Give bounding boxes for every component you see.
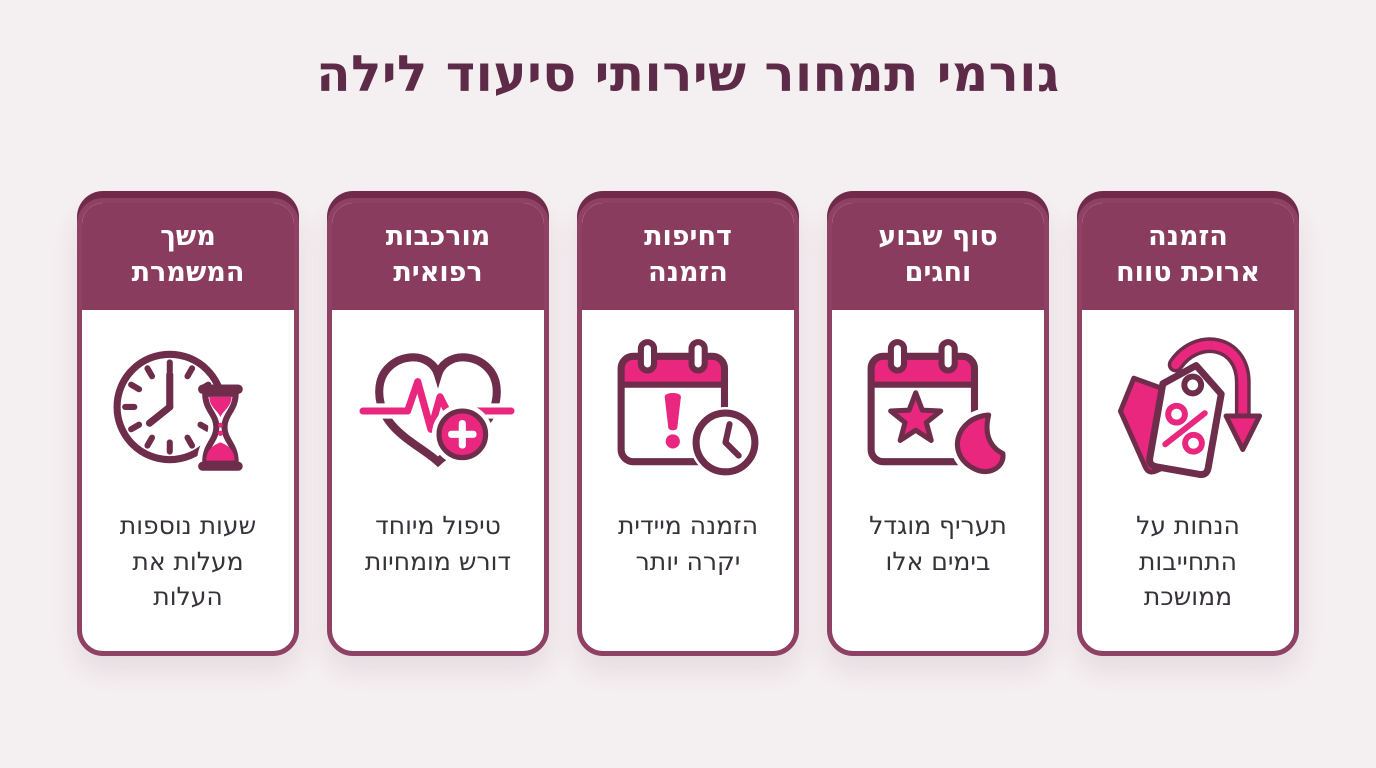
infographic-page: { "title": "גורמי תמחור שירותי סיעוד ליל… [0, 44, 1376, 768]
card-title: הזמנה ארוכת טווח [1082, 203, 1294, 310]
card-description: הזמנה מיידית יקרה יותר [617, 511, 759, 576]
pricing-card-medical-complexity: מורכבות רפואית טיפול מיוחד דורש מומחיות [327, 198, 549, 656]
card-title: דחיפות הזמנה [582, 203, 794, 310]
card-description: תעריף מוגדל בימים אלו [869, 511, 1007, 576]
urgent-calendar-clock-icon [617, 339, 761, 478]
discount-tags-arrow-icon [1117, 337, 1263, 478]
card-title: סוף שבוע וחגים [832, 203, 1044, 310]
pricing-card-shift-duration: משך המשמרת [77, 198, 299, 656]
heart-pulse-plus-icon [355, 353, 519, 468]
card-title: משך המשמרת [82, 203, 294, 310]
pricing-card-weekend-holidays: סוף שבוע וחגים תעריף מוגדל בימים אלו [827, 198, 1049, 656]
card-description: שעות נוספות מעלות את העלות [119, 511, 257, 611]
pricing-cards-row: הזמנה ארוכת טווח [0, 198, 1376, 656]
pricing-card-booking-urgency: דחיפות הזמנה הזמנה מיידית יקרה יותר [577, 198, 799, 656]
page-title: גורמי תמחור שירותי סיעוד לילה [316, 45, 1060, 103]
card-description: הנחות על התחייבות ממושכת [1136, 511, 1240, 611]
card-description: טיפול מיוחד דורש מומחיות [364, 511, 512, 576]
card-title: מורכבות רפואית [332, 203, 544, 310]
holiday-calendar-star-moon-icon [867, 339, 1010, 479]
pricing-card-long-term-booking: הזמנה ארוכת טווח [1077, 198, 1299, 656]
clock-hourglass-icon [113, 350, 244, 471]
